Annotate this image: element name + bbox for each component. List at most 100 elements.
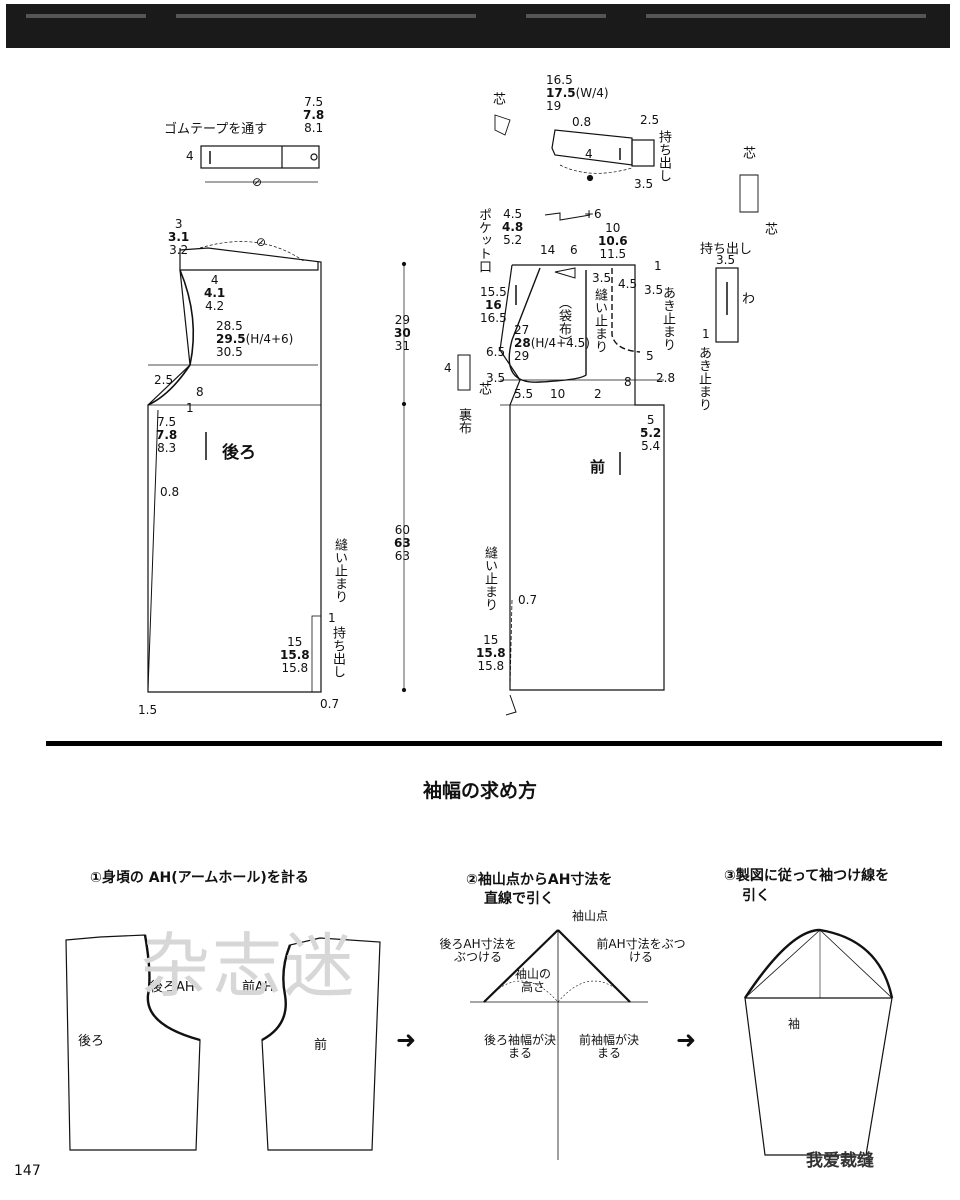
section-divider (46, 741, 942, 746)
front-waistband-interfacing: 芯 (490, 92, 505, 105)
front-label: 前 (590, 458, 606, 476)
step1-back-ah: 後ろAH (150, 980, 195, 995)
motidasi-fold: わ (742, 292, 756, 307)
front-top-plus: +6 (584, 207, 602, 221)
step1-back: 後ろ (78, 1034, 105, 1049)
waistband-height: 4 (186, 149, 194, 163)
front-w14: 14 (540, 243, 556, 257)
step1-front-ah: 前AH (242, 980, 274, 995)
front-slit-07: 0.7 (518, 593, 538, 607)
motidasi-open-stop: あき止まり (696, 346, 711, 411)
back-motidasi-width: 1 (328, 611, 336, 625)
step3-title-2: 引く (742, 888, 770, 904)
front-side-65: 6.5 (486, 345, 506, 359)
motidasi-interfacing: 芯 (740, 146, 755, 159)
front-bottom-55: 5.5 (514, 387, 534, 401)
step3-title-1: ③製図に従って袖つけ線を (724, 868, 890, 884)
front-crotch-28: 2.8 (656, 371, 676, 385)
front-fly-35b: 3.5 (644, 283, 664, 297)
step2-title-2: 直線で引く (484, 891, 554, 907)
front-bottom-2: 2 (594, 387, 602, 401)
motidasi-width: 3.5 (716, 253, 736, 267)
front-crotch-8: 8 (624, 375, 632, 389)
front-waistband-w4: 4 (585, 147, 593, 161)
front-w1: 1 (654, 259, 662, 273)
back-motidasi-label: 持ち出し (330, 626, 345, 678)
step1-title: ①身頃の AH(アームホール)を計る (90, 870, 309, 886)
waistband-label: ゴムテープを通す (164, 122, 268, 137)
front-side-4: 4 (444, 361, 452, 375)
back-hem-offset: 1.5 (138, 703, 158, 717)
front-open-stop: あき止まり (660, 286, 675, 351)
motidasi-piece (715, 174, 759, 343)
length-dimension (401, 261, 407, 693)
back-label: 後ろ (222, 443, 256, 463)
step2-title-1: ②袖山点からAH寸法を (466, 872, 613, 888)
front-waistband-motidasi: 持ち出し (656, 130, 671, 182)
back-stop-label: 縫い止まり (332, 538, 347, 603)
back-piece (147, 241, 322, 693)
back-side-8: 8 (196, 385, 204, 399)
brand-logo: 我爱裁缝 (806, 1151, 874, 1171)
front-slit-label: 縫い止まり (482, 546, 497, 611)
back-side-1: 1 (186, 401, 194, 415)
section-title: 袖幅の求め方 (422, 780, 537, 802)
step1-front: 前 (314, 1038, 328, 1053)
step2-sleeve-lines (470, 929, 648, 1160)
back-dart: 0.8 (160, 485, 180, 499)
back-side-gap: 2.5 (154, 373, 174, 387)
step2-height: 袖山の高さ (514, 967, 551, 994)
back-slit-width: 0.7 (320, 697, 340, 711)
front-waistband-w35: 3.5 (634, 177, 654, 191)
motidasi-interfacing-2: 芯 (762, 222, 777, 235)
waistband-piece (200, 145, 320, 183)
front-piece (457, 212, 665, 716)
page-number: 147 (14, 1163, 41, 1179)
front-interfacing: 芯 (476, 382, 491, 395)
step3-sleeve (743, 928, 894, 1156)
front-waistband-piece (494, 114, 655, 182)
front-crotch-5: 5 (646, 349, 654, 363)
front-stop-label: 縫い止まり (592, 288, 607, 353)
front-lining-label: 裏布 (456, 408, 471, 434)
motidasi-w1: 1 (702, 327, 710, 341)
front-fly-45: 4.5 (618, 277, 638, 291)
front-pocket-label: ポケット口 (476, 208, 491, 273)
header-bar (6, 4, 950, 48)
front-w6: 6 (570, 243, 578, 257)
front-bottom-10: 10 (550, 387, 566, 401)
back-top-symbol: ⊘ (256, 235, 267, 249)
front-waistband-w08: 0.8 (572, 115, 592, 129)
arrow-icon: ➜ (676, 1026, 697, 1054)
step2-front-width: 前袖幅が決まる (578, 1033, 639, 1060)
front-fly-35: 3.5 (592, 271, 612, 285)
step2-top: 袖山点 (572, 909, 609, 923)
step2-front-ah: 前AH寸法をぶつける (596, 937, 686, 964)
front-side-35: 3.5 (486, 371, 506, 385)
watermark: 杂志迷 (140, 925, 356, 1007)
front-bag-label: （袋布） (556, 296, 571, 348)
front-waistband-w25: 2.5 (640, 113, 660, 127)
waistband-width-symbol: ⊘ (252, 175, 263, 189)
step2-back-width: 後ろ袖幅が決まる (484, 1033, 557, 1060)
arrow-icon: ➜ (396, 1026, 417, 1054)
motidasi-label: 持ち出し (700, 242, 753, 257)
step3-sleeve: 袖 (788, 1017, 801, 1031)
step1-bodice (65, 934, 381, 1151)
